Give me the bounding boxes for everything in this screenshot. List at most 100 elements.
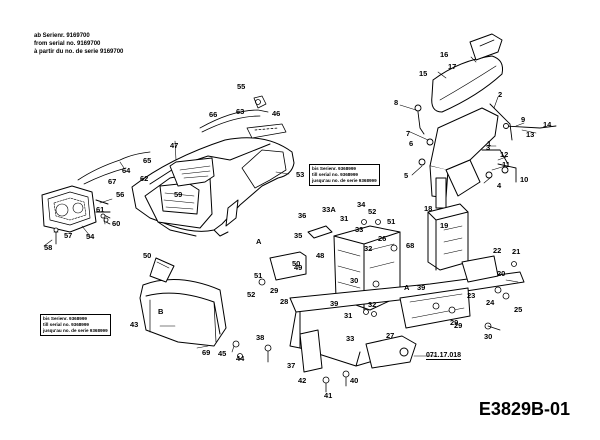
part-label-b: B <box>158 307 164 316</box>
part-label-64: 64 <box>122 166 131 175</box>
part-label-68: 68 <box>406 241 414 250</box>
part-label-56: 56 <box>116 190 124 199</box>
part-label-32: 32 <box>364 244 372 253</box>
part-label-50: 50 <box>292 259 300 268</box>
part-label-51: 51 <box>254 271 262 280</box>
drawing-code: E3829B-01 <box>478 399 570 419</box>
part-label-34: 34 <box>357 200 366 209</box>
part-label-23: 23 <box>467 291 475 300</box>
part-label-12: 12 <box>500 150 508 159</box>
part-label-65: 65 <box>143 156 151 165</box>
part-label-51: 51 <box>387 217 395 226</box>
part-label-14: 14 <box>543 120 552 129</box>
part-label-17: 17 <box>448 62 456 71</box>
control-rods-drawing <box>414 103 557 183</box>
part-label-19: 19 <box>440 221 448 230</box>
part-label-5: 5 <box>404 171 408 180</box>
part-label-29: 29 <box>270 286 278 295</box>
part-label-37: 37 <box>287 361 295 370</box>
part-label-41: 41 <box>324 391 332 400</box>
note-lower-line1: bis Serienr. 9368999 <box>43 316 87 321</box>
part-label-16: 16 <box>440 50 448 59</box>
part-label-4: 4 <box>497 181 502 190</box>
part-label-49: 49 <box>294 263 302 272</box>
front-panel-drawing <box>139 257 227 347</box>
main-frame-drawing <box>269 225 525 373</box>
part-label-53: 53 <box>296 170 304 179</box>
part-label-35: 35 <box>294 231 302 240</box>
part-label-21: 21 <box>512 247 520 256</box>
part-label-52: 52 <box>368 207 376 216</box>
part-label-3: 3 <box>486 143 490 152</box>
note-lower-line2: till serial no. 9368999 <box>43 322 89 327</box>
part-label-50: 50 <box>143 251 151 260</box>
part-label-33a: 33A <box>322 205 336 214</box>
part-label-67: 67 <box>108 177 116 186</box>
part-label-44: 44 <box>236 354 245 363</box>
part-label-10: 10 <box>520 175 528 184</box>
note-upper-line2: till serial no. 9368999 <box>312 172 358 177</box>
part-label-29: 29 <box>454 321 462 330</box>
part-label-2: 2 <box>498 90 502 99</box>
part-label-9: 9 <box>521 115 525 124</box>
part-label-33: 33 <box>346 334 354 343</box>
part-label-54: 54 <box>86 232 95 241</box>
part-label-39: 39 <box>417 283 425 292</box>
part-label-58: 58 <box>44 243 52 252</box>
part-label-6: 6 <box>409 139 413 148</box>
part-label-52: 52 <box>247 290 255 299</box>
part-label-45: 45 <box>218 349 226 358</box>
part-label-18: 18 <box>424 204 432 213</box>
part-label-28: 28 <box>280 297 288 306</box>
engine-hood-drawing <box>131 137 295 237</box>
part-label-25: 25 <box>514 305 522 314</box>
part-label-38: 38 <box>256 333 264 342</box>
serial-note-lower: bis Serienr. 9368999 till serial no. 936… <box>40 314 111 336</box>
part-label-15: 15 <box>419 69 427 78</box>
part-label-59: 59 <box>174 190 182 199</box>
part-label-31: 31 <box>340 214 348 223</box>
part-label-57: 57 <box>64 231 72 240</box>
part-label-36: 36 <box>298 211 306 220</box>
part-label-7: 7 <box>406 129 410 138</box>
part-label-69: 69 <box>202 348 210 357</box>
part-label-20: 20 <box>497 269 505 278</box>
part-label-47: 47 <box>170 141 178 150</box>
part-label-40: 40 <box>350 376 358 385</box>
part-label-33: 33 <box>355 225 363 234</box>
part-label-11: 11 <box>502 160 510 169</box>
part-label-a: A <box>404 283 410 292</box>
part-label-31: 31 <box>344 311 352 320</box>
fasteners-drawing <box>232 219 517 393</box>
part-label-13: 13 <box>526 130 534 139</box>
leader-lines <box>43 56 537 357</box>
part-label-30: 30 <box>484 332 492 341</box>
part-label-27: 27 <box>386 331 394 340</box>
part-label-32: 32 <box>368 300 376 309</box>
part-label-a: A <box>256 237 262 246</box>
part-label-61: 61 <box>96 205 104 214</box>
steering-column-drawing <box>427 33 503 271</box>
part-label-b: B <box>0 0 6 2</box>
note-upper-line1: bis Serienr. 9368999 <box>312 166 356 171</box>
serial-note-upper: bis Serienr. 9368999 till serial no. 936… <box>309 164 380 186</box>
part-label-46: 46 <box>272 109 280 118</box>
part-label-48: 48 <box>316 251 324 260</box>
note-lower-line3: jusqu'au no. de serie 9368999 <box>43 328 108 333</box>
part-label-29: 29 <box>450 318 458 327</box>
part-label-60: 60 <box>112 219 120 228</box>
part-label-8: 8 <box>394 98 398 107</box>
part-label-62: 62 <box>140 174 148 183</box>
part-label-43: 43 <box>130 320 138 329</box>
part-label-24: 24 <box>486 298 495 307</box>
hood-latch-drawing <box>199 95 287 139</box>
part-label-42: 42 <box>298 376 306 385</box>
part-label-1: 1 <box>487 139 491 148</box>
part-label-63: 63 <box>236 107 244 116</box>
reference-number: 071.17.018 <box>426 352 462 360</box>
part-label-55: 55 <box>237 82 245 91</box>
part-label-22: 22 <box>493 246 501 255</box>
serial-header-en: from serial no. 9169700 <box>34 41 101 47</box>
part-label-30: 30 <box>350 276 358 285</box>
